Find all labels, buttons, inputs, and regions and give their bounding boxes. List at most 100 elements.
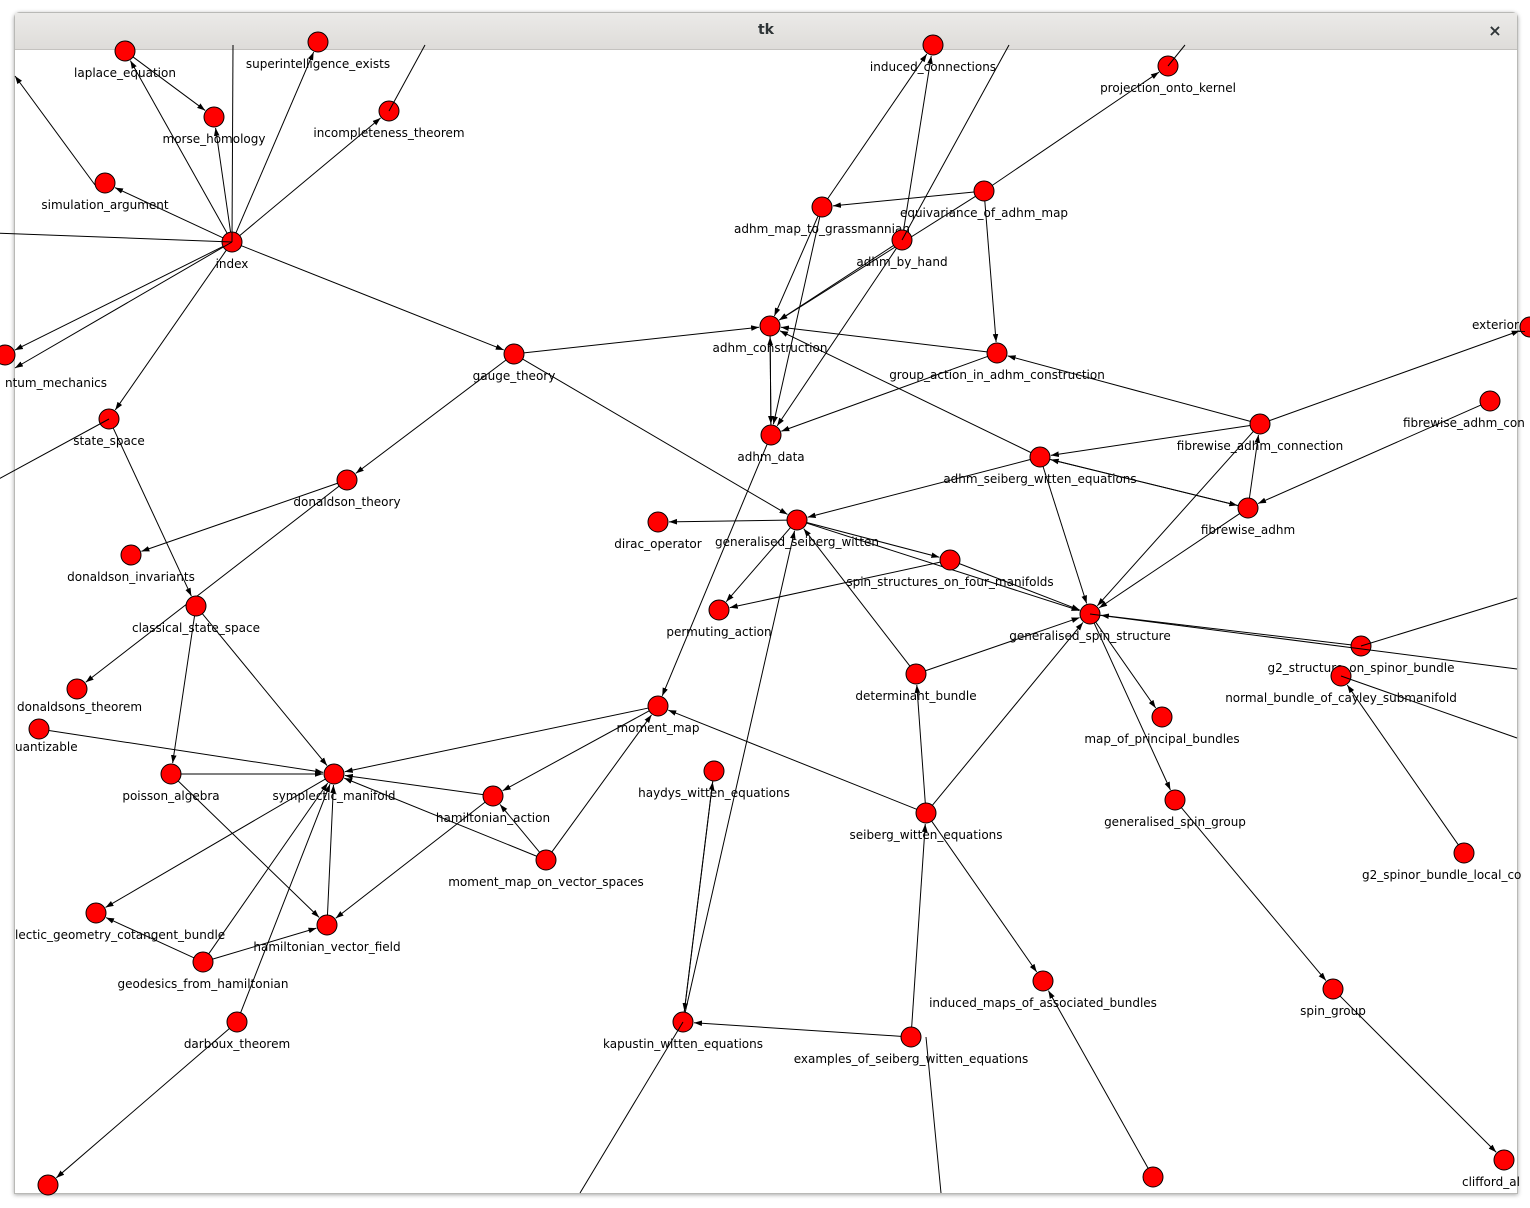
graph-node[interactable]: adhm_seiberg_witten_equations <box>943 446 1137 486</box>
graph-node[interactable]: hamiltonian_vector_field <box>253 914 401 954</box>
graph-node[interactable]: classical_state_space <box>132 595 260 635</box>
graph-node[interactable]: superintelligence_exists <box>246 31 390 71</box>
node-circle-donaldson_invariants[interactable] <box>120 544 142 566</box>
graph-node[interactable]: morse_homology <box>163 106 266 146</box>
graph-node[interactable]: uantizable <box>15 718 78 754</box>
node-circle-induced_maps_of_associated_bundles[interactable] <box>1032 970 1054 992</box>
node-circle-group_action_in_adhm_construction[interactable] <box>986 342 1008 364</box>
graph-node[interactable]: examples_of_seiberg_witten_equations <box>794 1026 1029 1066</box>
node-circle-permuting_action[interactable] <box>708 599 730 621</box>
graph-node[interactable]: lectic_geometry_cotangent_bundle <box>15 902 225 942</box>
node-circle-fibrewise_adhm[interactable] <box>1237 497 1259 519</box>
node-circle-poisson_algebra[interactable] <box>160 763 182 785</box>
node-circle-map_of_principal_bundles[interactable] <box>1151 706 1173 728</box>
graph-node[interactable]: exterior_ <box>1472 316 1530 338</box>
graph-node[interactable]: haydys_witten_equations <box>638 760 790 800</box>
node-circle-fibrewise_adhm_connection[interactable] <box>1249 413 1271 435</box>
graph-node[interactable]: generalised_spin_structure <box>1009 603 1171 643</box>
node-circle-equivariance_of_adhm_map[interactable] <box>973 180 995 202</box>
node-circle-morse_homology[interactable] <box>203 106 225 128</box>
graph-node[interactable]: g2_spinor_bundle_local_co <box>1362 842 1521 882</box>
node-circle-laplace_equation[interactable] <box>114 40 136 62</box>
node-circle-gauge_theory[interactable] <box>503 343 525 365</box>
graph-node[interactable]: clifford_al <box>1462 1149 1520 1189</box>
graph-node[interactable]: incompleteness_theorem <box>313 100 465 140</box>
node-circle-classical_state_space[interactable] <box>185 595 207 617</box>
graph-node[interactable] <box>37 1174 59 1196</box>
node-circle-symplectic_manifold[interactable] <box>323 763 345 785</box>
graph-node[interactable]: simulation_argument <box>41 172 169 212</box>
graph-node[interactable]: map_of_principal_bundles <box>1084 706 1240 746</box>
node-circle-quantum_mechanics[interactable] <box>0 344 16 366</box>
node-circle-donaldsons_theorem[interactable] <box>66 678 88 700</box>
graph-node[interactable]: dirac_operator <box>614 511 702 551</box>
node-circle-induced_connections[interactable] <box>922 34 944 56</box>
graph-node[interactable]: group_action_in_adhm_construction <box>889 342 1105 382</box>
graph-node[interactable]: fibrewise_adhm <box>1201 497 1295 537</box>
graph-svg[interactable]: laplace_equation morse_homology superintel… <box>0 31 1530 1196</box>
close-icon[interactable]: × <box>1488 21 1502 40</box>
graph-node[interactable]: g2_structure_on_spinor_bundle <box>1268 635 1455 675</box>
graph-node[interactable]: spin_structures_on_four_manifolds <box>846 549 1054 589</box>
node-circle-clifford_al[interactable] <box>1493 1149 1515 1171</box>
graph-node[interactable]: adhm_data <box>737 424 805 464</box>
graph-node[interactable]: spin_group <box>1300 978 1366 1018</box>
graph-node[interactable]: equivariance_of_adhm_map <box>900 180 1068 220</box>
graph-node[interactable]: state_space <box>73 408 145 448</box>
node-circle-g2_spinor_bundle_local_co[interactable] <box>1453 842 1475 864</box>
node-circle-determinant_bundle[interactable] <box>905 663 927 685</box>
graph-node[interactable]: seiberg_witten_equations <box>849 802 1003 842</box>
graph-node[interactable]: donaldsons_theorem <box>17 678 142 714</box>
graph-node[interactable]: hamiltonian_action <box>436 785 550 825</box>
node-circle-fibrewise_adhm_con[interactable] <box>1479 390 1501 412</box>
node-circle-hamiltonian_action[interactable] <box>482 785 504 807</box>
node-circle-adhm_construction[interactable] <box>759 315 781 337</box>
graph-node[interactable]: permuting_action <box>666 599 772 639</box>
node-circle-darboux_theorem[interactable] <box>226 1011 248 1033</box>
node-circle-moment_map_on_vector_spaces[interactable] <box>535 849 557 871</box>
graph-node[interactable]: laplace_equation <box>74 40 176 80</box>
node-circle-haydys_witten_equations[interactable] <box>703 760 725 782</box>
graph-node[interactable]: symplectic_manifold <box>272 763 396 803</box>
node-circle-adhm_data[interactable] <box>760 424 782 446</box>
node-circle-generalised_spin_group[interactable] <box>1164 789 1186 811</box>
node-circle-geodesics_from_hamiltonian[interactable] <box>192 951 214 973</box>
graph-node[interactable]: geodesics_from_hamiltonian <box>118 951 289 991</box>
graph-node[interactable]: fibrewise_adhm_con <box>1403 390 1525 430</box>
graph-node[interactable]: fibrewise_adhm_connection <box>1177 413 1343 453</box>
node-circle-spin_structures_on_four_manifolds[interactable] <box>939 549 961 571</box>
node-circle-donaldson_theory[interactable] <box>336 469 358 491</box>
node-circle-simulation_argument[interactable] <box>94 172 116 194</box>
graph-node[interactable]: moment_map <box>616 695 700 735</box>
graph-node[interactable]: gauge_theory <box>473 343 556 383</box>
graph-node[interactable]: darboux_theorem <box>184 1011 290 1051</box>
node-circle-moment_map[interactable] <box>647 695 669 717</box>
node-circle-adhm_seiberg_witten_equations[interactable] <box>1029 446 1051 468</box>
graph-node[interactable]: adhm_construction <box>713 315 828 355</box>
node-circle-superintelligence_exists[interactable] <box>307 31 329 53</box>
graph-node[interactable]: induced_maps_of_associated_bundles <box>929 970 1157 1010</box>
graph-node[interactable]: moment_map_on_vector_spaces <box>448 849 644 889</box>
node-circle-quantizable[interactable] <box>28 718 50 740</box>
node-circle-dirac_operator[interactable] <box>647 511 669 533</box>
node-circle-hamiltonian_vector_field[interactable] <box>316 914 338 936</box>
graph-node[interactable]: projection_onto_kernel <box>1100 55 1236 95</box>
graph-node[interactable]: donaldson_theory <box>293 469 401 509</box>
graph-canvas[interactable]: laplace_equation morse_homology superintel… <box>0 31 1530 1196</box>
node-circle-generalised_seiberg_witten[interactable] <box>786 509 808 531</box>
graph-node[interactable]: kapustin_witten_equations <box>603 1011 763 1051</box>
title-bar[interactable]: tk × <box>15 13 1517 50</box>
graph-node[interactable]: generalised_spin_group <box>1104 789 1246 829</box>
graph-node[interactable]: poisson_algebra <box>122 763 220 803</box>
node-circle-examples_of_seiberg_witten_equations[interactable] <box>900 1026 922 1048</box>
node-circle-exterior[interactable] <box>1519 316 1530 338</box>
graph-node[interactable]: ntum_mechanics <box>0 344 107 390</box>
graph-node[interactable]: generalised_seiberg_witten <box>715 509 879 549</box>
node-circle-bottom_right[interactable] <box>1142 1166 1164 1188</box>
node-circle-bottom_left[interactable] <box>37 1174 59 1196</box>
node-circle-adhm_map_to_grassmannian[interactable] <box>811 196 833 218</box>
graph-node[interactable] <box>1142 1166 1164 1188</box>
graph-node[interactable]: donaldson_invariants <box>67 544 195 584</box>
node-circle-spin_group[interactable] <box>1322 978 1344 1000</box>
node-circle-seiberg_witten_equations[interactable] <box>915 802 937 824</box>
